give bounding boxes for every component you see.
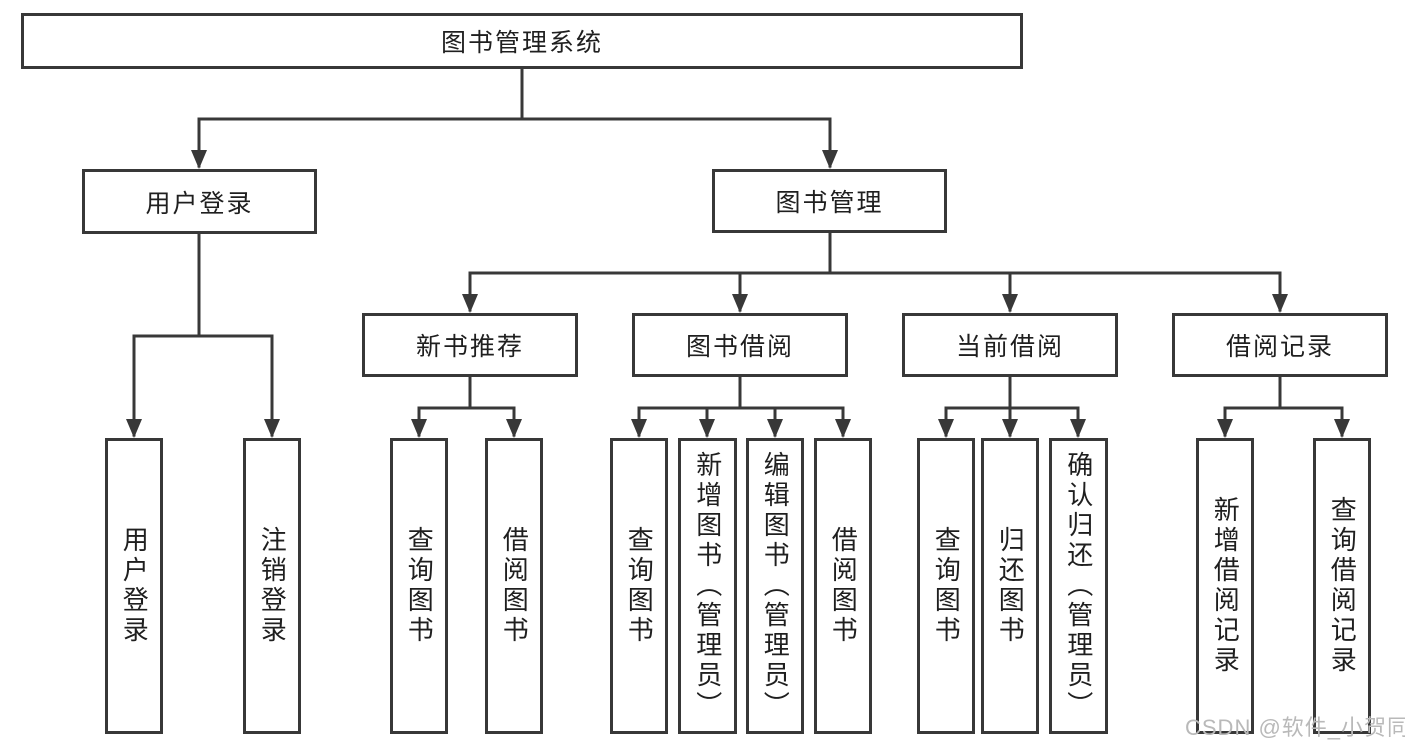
arrowhead-icon	[732, 294, 748, 313]
node-label: 用户登录	[119, 526, 150, 646]
arrowhead-icon	[1070, 419, 1086, 438]
arrowhead-icon	[1334, 419, 1350, 438]
node-add-borrow-record: 新增借阅记录	[1196, 438, 1254, 734]
node-label: 归还图书	[995, 526, 1026, 646]
arrowhead-icon	[1002, 294, 1018, 313]
node-edit-books-admin: 编辑图书（管理员）	[746, 438, 804, 734]
csdn-watermark: CSDN @软件_小贺同学	[1185, 715, 1405, 740]
node-label: 注销登录	[257, 526, 288, 646]
node-logout: 注销登录	[243, 438, 301, 734]
node-current-borrowing: 当前借阅	[902, 313, 1118, 377]
node-label: 新增图书（管理员）	[692, 451, 723, 721]
arrowhead-icon	[631, 419, 647, 438]
node-label: 编辑图书（管理员）	[760, 451, 791, 721]
arrowhead-icon	[1217, 419, 1233, 438]
arrowhead-icon	[767, 419, 783, 438]
node-book-borrowing: 图书借阅	[632, 313, 848, 377]
node-user-login-group: 用户登录	[82, 169, 317, 234]
arrowhead-icon	[699, 419, 715, 438]
arrowhead-icon	[835, 419, 851, 438]
node-new-book-recommendation: 新书推荐	[362, 313, 578, 377]
node-book-management-group: 图书管理	[712, 169, 947, 233]
node-borrow-books: 借阅图书	[814, 438, 872, 734]
arrowhead-icon	[1272, 294, 1288, 313]
node-user-login: 用户登录	[105, 438, 163, 734]
arrowhead-icon	[191, 150, 207, 169]
node-library-management-system: 图书管理系统	[21, 13, 1023, 69]
node-query-books-current: 查询图书	[917, 438, 975, 734]
arrowhead-icon	[264, 419, 280, 438]
node-label: 查询图书	[404, 526, 435, 646]
arrowheads	[126, 150, 1350, 438]
node-borrow-books-recommend: 借阅图书	[485, 438, 543, 734]
node-label: 借阅图书	[499, 526, 530, 646]
connector-paths	[132, 67, 1344, 437]
node-label: 新增借阅记录	[1210, 496, 1241, 676]
node-label: 查询图书	[931, 526, 962, 646]
arrowhead-icon	[126, 419, 142, 438]
arrowhead-icon	[822, 150, 838, 169]
node-label: 查询图书	[624, 526, 655, 646]
node-label: 查询借阅记录	[1327, 496, 1358, 676]
node-add-books-admin: 新增图书（管理员）	[678, 438, 737, 734]
node-confirm-return-admin: 确认归还（管理员）	[1049, 438, 1108, 734]
node-query-books-recommend: 查询图书	[390, 438, 448, 734]
node-label: 借阅图书	[828, 526, 859, 646]
arrowhead-icon	[411, 419, 427, 438]
node-query-borrow-record: 查询借阅记录	[1313, 438, 1371, 734]
arrowhead-icon	[1002, 419, 1018, 438]
node-return-books: 归还图书	[981, 438, 1039, 734]
arrowhead-icon	[506, 419, 522, 438]
node-query-books-borrowing: 查询图书	[610, 438, 668, 734]
node-label: 确认归还（管理员）	[1063, 451, 1094, 721]
node-borrow-records: 借阅记录	[1172, 313, 1388, 377]
arrowhead-icon	[462, 294, 478, 313]
arrowhead-icon	[938, 419, 954, 438]
